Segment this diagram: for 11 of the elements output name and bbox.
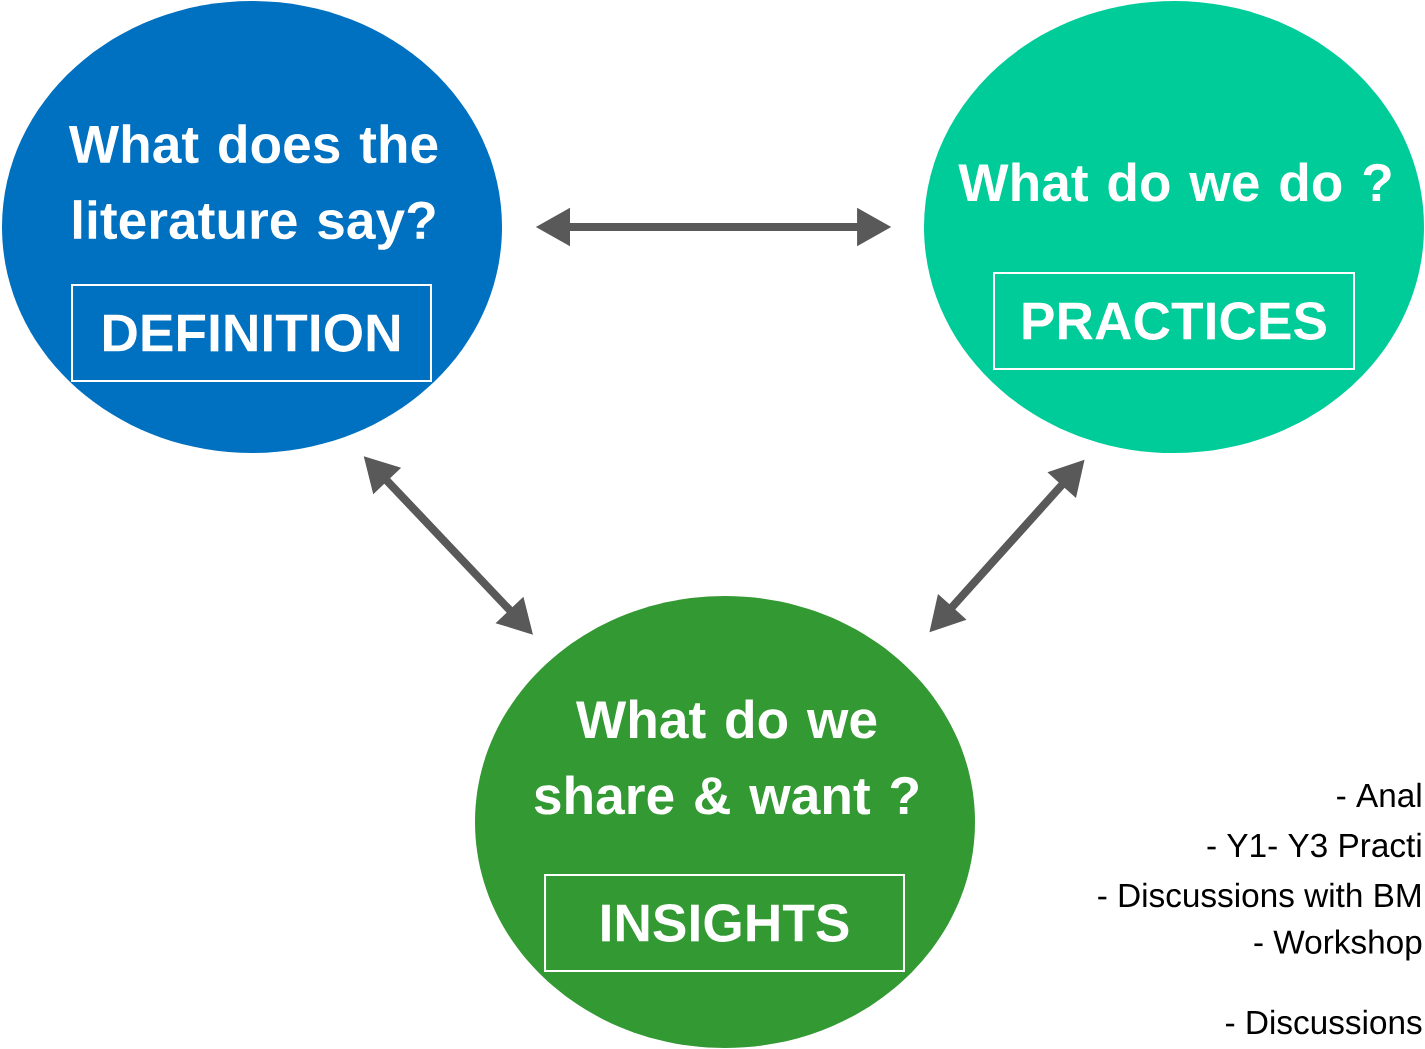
bullet-text: - Anal	[1337, 782, 1421, 808]
keyword-box: DEFINITION	[71, 284, 432, 382]
bullet-text: - Y1- Y3 Practi	[1207, 832, 1421, 858]
question-text: What do we do ?	[958, 162, 1391, 202]
keyword-box: PRACTICES	[993, 272, 1355, 370]
bullet-text: - Discussions	[1226, 1009, 1422, 1035]
keyword-box: INSIGHTS	[544, 874, 905, 972]
bullet-text: - Discussions with BM	[1098, 882, 1420, 908]
bullet-text: - Workshop	[1254, 929, 1422, 961]
question-text: What do we share & want ?	[534, 699, 918, 815]
question-text: What does the literature say?	[68, 124, 438, 250]
